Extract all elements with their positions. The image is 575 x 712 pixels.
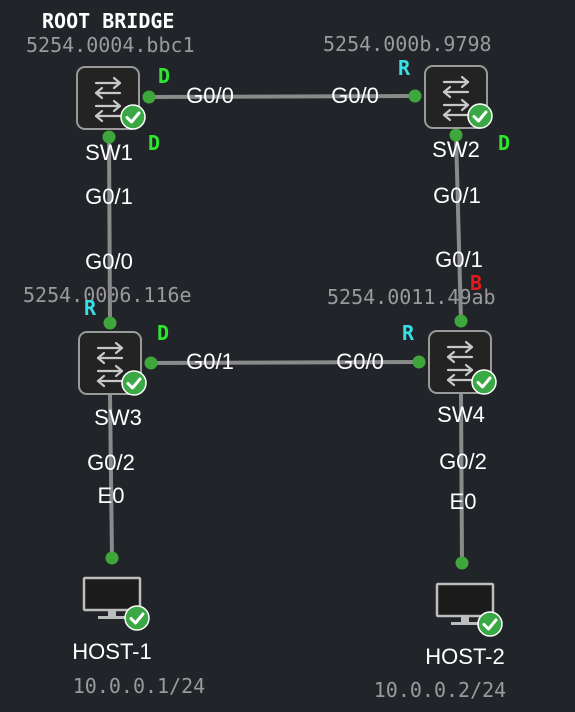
sw3-name-label: SW3 [94, 405, 142, 430]
port-role-designated: D [498, 131, 510, 155]
sw2-mac-label: 5254.000b.9798 [323, 32, 492, 56]
link-sw4-host2 [459, 393, 464, 565]
port-dot [103, 316, 117, 330]
interface-labels: G0/0 G0/0 G0/1 G0/0 G0/1 G0/1 G0/1 G0/0 … [85, 83, 487, 514]
host1-name-label: HOST-1 [72, 639, 151, 664]
switch-sw3[interactable]: SW3 [78, 331, 147, 430]
host2-ip-label: 10.0.0.2/24 [374, 678, 506, 702]
port-role-root: R [402, 321, 415, 345]
switch-sw2[interactable]: SW2 [424, 65, 493, 162]
check-icon [467, 103, 493, 129]
check-icon [124, 605, 150, 631]
port-label: G0/0 [85, 249, 133, 274]
switch-sw4[interactable]: SW4 [428, 330, 497, 427]
port-role-designated: D [157, 321, 169, 345]
port-dot [144, 356, 158, 370]
sw4-name-label: SW4 [437, 402, 485, 427]
port-label: G0/2 [439, 449, 487, 474]
port-dot [102, 130, 116, 144]
port-label: G0/1 [435, 247, 483, 272]
link-sw3-sw4 [149, 360, 421, 365]
port-role-labels: D D R D R D R B [84, 56, 510, 345]
port-label: G0/0 [331, 83, 379, 108]
port-label: G0/0 [186, 83, 234, 108]
port-dot [449, 128, 463, 142]
switch-sw1[interactable]: SW1 [76, 66, 146, 165]
port-label: G0/2 [87, 450, 135, 475]
links [107, 94, 464, 565]
link-sw1-sw2 [147, 94, 417, 99]
port-role-designated: D [158, 64, 170, 88]
port-dot [105, 551, 119, 565]
port-dot [412, 355, 426, 369]
sw1-name-label: SW1 [85, 140, 133, 165]
port-role-root: R [84, 296, 97, 320]
sw1-mac-label: 5254.0004.bbc1 [26, 33, 195, 57]
port-role-blocked: B [470, 271, 482, 295]
host-host2[interactable]: HOST-2 10.0.0.2/24 [374, 582, 506, 702]
port-dot [455, 556, 469, 570]
host-host1[interactable]: HOST-1 10.0.0.1/24 [72, 576, 205, 698]
check-icon [477, 611, 503, 637]
port-label: E0 [450, 489, 477, 514]
root-bridge-title: ROOT BRIDGE [42, 9, 174, 33]
check-icon [121, 370, 147, 396]
port-label: G0/0 [336, 349, 384, 374]
sw2-name-label: SW2 [432, 137, 480, 162]
host1-ip-label: 10.0.0.1/24 [73, 674, 205, 698]
sw3-mac-label: 5254.0006.116e [23, 283, 192, 307]
port-label: G0/1 [433, 183, 481, 208]
port-role-root: R [398, 56, 411, 80]
link-sw2-sw4 [454, 133, 463, 323]
port-dot [454, 314, 468, 328]
port-role-designated: D [148, 131, 160, 155]
link-sw1-sw3 [107, 135, 112, 325]
port-dot [142, 90, 156, 104]
check-icon [471, 369, 497, 395]
sw4-mac-label: 5254.0011.49ab [327, 285, 496, 309]
port-label: E0 [98, 483, 125, 508]
port-label: G0/1 [85, 184, 133, 209]
port-dots [102, 89, 469, 570]
link-sw3-host1 [108, 393, 114, 560]
host2-name-label: HOST-2 [425, 644, 504, 669]
port-dot [408, 89, 422, 103]
port-label: G0/1 [186, 349, 234, 374]
check-icon [120, 104, 146, 130]
